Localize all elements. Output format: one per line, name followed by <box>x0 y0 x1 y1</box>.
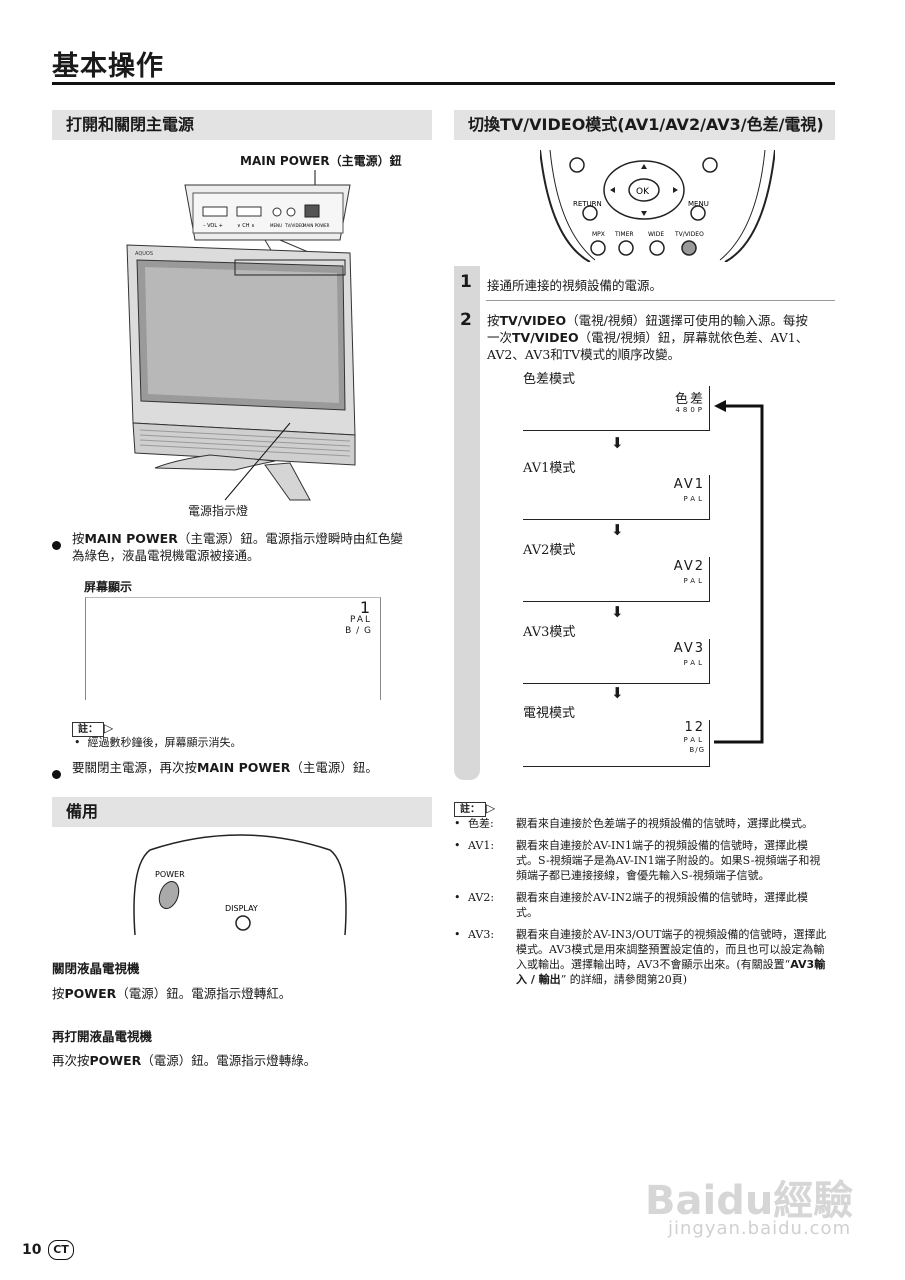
step-divider <box>486 300 835 301</box>
mode-flow: 色差模式 色差 480P ⬇ AV1模式 AV1 PAL ⬇ AV2模式 AV2… <box>523 368 713 768</box>
mode-box-component: 色差 480P <box>523 386 710 431</box>
page-number: 10 <box>22 1242 42 1258</box>
note-item-av2: •AV2: 觀看來自連接於AV-IN2端子的視頻設備的信號時，選擇此模式。 <box>454 891 809 919</box>
mpx-label: MPX <box>592 231 605 238</box>
mode-osd-main-av2: AV2 <box>673 559 705 574</box>
mode-osd-sub2-tv: B/G <box>689 746 705 754</box>
watermark-brand: Baidu經驗 <box>645 1178 854 1224</box>
off-text: 按POWER（電源）鈕。電源指示燈轉紅。 <box>52 986 292 1001</box>
switch-heading: 切換TV/VIDEO模式(AV1/AV2/AV3/色差/電視) <box>454 110 835 140</box>
language-badge: CT <box>48 1240 74 1260</box>
note-tag-right: 註：▷ <box>454 797 495 817</box>
down-arrow-4: ⬇ <box>611 684 624 702</box>
mode-osd-sub1-tv: PAL <box>683 736 705 744</box>
mode-osd-sub-av2: PAL <box>683 577 705 585</box>
tv-illustration: – VOL + ∨ CH ∧ MENU TV/VIDEO MAIN POWER … <box>126 170 356 501</box>
note-item-av1: •AV1: 觀看來自連接於AV-IN1端子的視頻設備的信號時，選擇此模式。S-視… <box>454 839 821 882</box>
bullet-dot-1 <box>52 535 61 554</box>
menu-label: MENU <box>688 200 709 208</box>
mode-osd-sub-av3: PAL <box>683 659 705 667</box>
screen-channel: 1 <box>359 598 370 617</box>
mode-box-av3: AV3 PAL <box>523 639 710 684</box>
power-section-heading: 打開和關閉主電源 <box>52 110 432 140</box>
screen-system-1: PAL <box>349 615 372 625</box>
mode-osd-main-tv: 12 <box>684 720 705 735</box>
panel-label-mainpower: MAIN POWER <box>303 223 330 228</box>
mode-osd-sub-component: 480P <box>675 406 705 414</box>
screen-display-box: 1 PAL B / G <box>85 597 381 700</box>
panel-label-ch: ∨ CH ∧ <box>237 223 255 229</box>
down-arrow-2: ⬇ <box>611 521 624 539</box>
mode-osd-main-component: 色差 <box>674 392 705 407</box>
standby-heading: 備用 <box>52 797 432 827</box>
tv-brand: AQUOS <box>135 251 153 257</box>
remote-illustration-standby: POWER DISPLAY <box>133 834 347 936</box>
indicator-callout: 電源指示燈 <box>188 504 249 518</box>
mode-label-av1: AV1模式 <box>523 461 576 476</box>
mode-osd-main-av1: AV1 <box>673 477 705 492</box>
mode-osd-main-av3: AV3 <box>673 641 705 656</box>
down-arrow-1: ⬇ <box>611 434 624 452</box>
screen-display-label: 屏幕顯示 <box>84 580 133 594</box>
screen-system-2: B / G <box>345 626 372 636</box>
tvvideo-label: TV/VIDEO <box>674 231 704 238</box>
title-rule <box>52 82 835 85</box>
main-power-callout: MAIN POWER（主電源）鈕 <box>240 152 402 169</box>
on-text: 再次按POWER（電源）鈕。電源指示燈轉綠。 <box>52 1053 317 1068</box>
page-title: 基本操作 <box>52 51 164 82</box>
on-heading: 再打開液晶電視機 <box>52 1029 153 1044</box>
remote-illustration-switch: OK RETURN MENU MPX TIMER WIDE TV/VIDEO <box>540 150 775 262</box>
remote-power-label: POWER <box>155 870 185 879</box>
step-bar <box>454 266 480 780</box>
note-text-left: • 經過數秒鐘後，屏幕顯示消失。 <box>74 736 242 749</box>
panel-label-vol: – VOL + <box>203 223 223 229</box>
timer-label: TIMER <box>614 231 634 238</box>
step-1-number: 1 <box>460 272 472 292</box>
step-2-text: 按TV/VIDEO（電視/視頻）鈕選擇可使用的輸入源。每按 一次TV/VIDEO… <box>487 313 809 362</box>
mode-label-component: 色差模式 <box>523 372 576 387</box>
step-2-number: 2 <box>460 310 472 330</box>
step-1-text: 接通所連接的視頻設備的電源。 <box>487 278 663 293</box>
remote-display-label: DISPLAY <box>225 904 258 913</box>
mode-box-tv: 12 PAL B/G <box>523 720 710 767</box>
mode-label-av3: AV3模式 <box>523 625 576 640</box>
mode-label-tv: 電視模式 <box>523 706 576 721</box>
note-item-component: •色差: 觀看來自連接於色差端子的視頻設備的信號時，選擇此模式。 <box>454 817 813 830</box>
power-on-instruction: 按MAIN POWER（主電源）鈕。電源指示燈瞬時由紅色變 為綠色，液晶電視機電… <box>72 531 403 563</box>
mode-box-av1: AV1 PAL <box>523 475 710 520</box>
note-tag-left: 註：▷ <box>72 717 113 737</box>
mode-label-av2: AV2模式 <box>523 543 576 558</box>
mode-box-av2: AV2 PAL <box>523 557 710 602</box>
down-arrow-3: ⬇ <box>611 603 624 621</box>
bullet-dot-2 <box>52 764 61 783</box>
panel-label-tvvideo: TV/VIDEO <box>284 223 304 228</box>
off-heading: 關閉液晶電視機 <box>52 961 140 976</box>
mode-notes: •色差: 觀看來自連接於色差端子的視頻設備的信號時，選擇此模式。 •AV1: 觀… <box>454 816 834 987</box>
note-item-av3: •AV3: 觀看來自連接於AV-IN3/OUT端子的視頻設備的信號時，選擇此模式… <box>454 928 827 986</box>
loop-arrow <box>714 400 764 744</box>
main-power-callout-text: MAIN POWER（主電源）鈕 <box>240 154 402 168</box>
watermark-url: jingyan.baidu.com <box>668 1218 852 1239</box>
mode-osd-sub-av1: PAL <box>683 495 705 503</box>
wide-label: WIDE <box>648 231 664 238</box>
panel-label-menu: MENU <box>270 223 282 228</box>
return-label: RETURN <box>573 200 602 208</box>
ok-label: OK <box>636 187 650 197</box>
power-off-instruction: 要關閉主電源，再次按MAIN POWER（主電源）鈕。 <box>72 760 378 775</box>
